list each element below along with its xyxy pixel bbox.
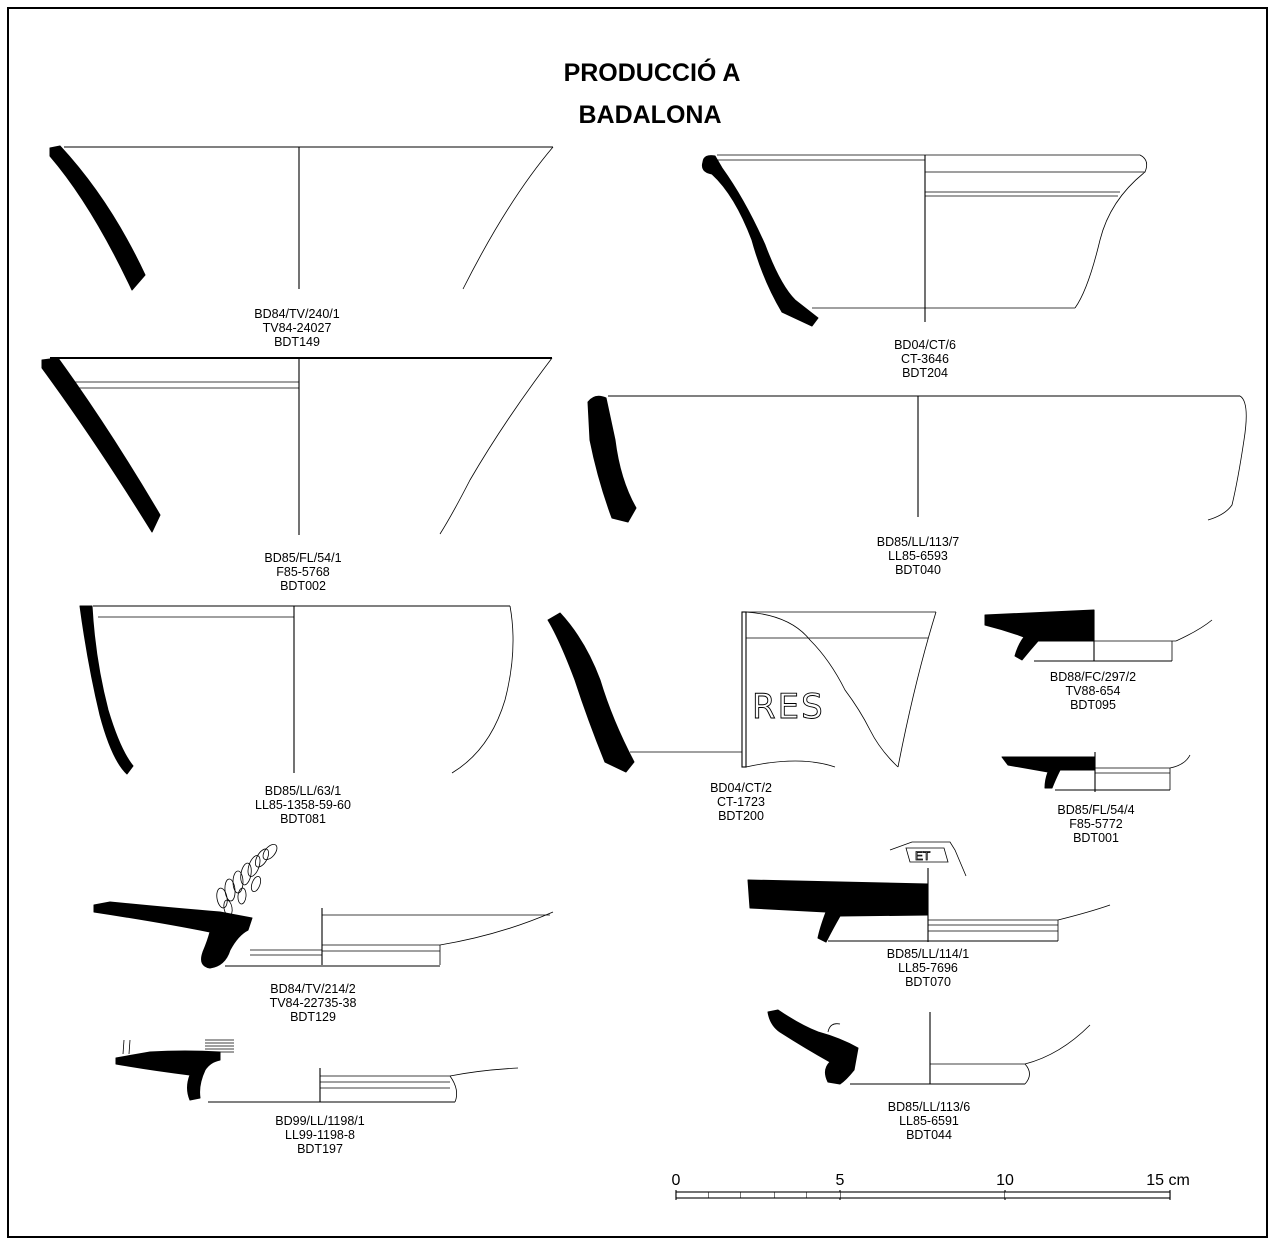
drawing-bd84-tv-214-2: BD84/TV/214/2 TV84-22735-38 BDT129: [93, 843, 554, 1024]
drawing-label-line: BD84/TV/214/2: [270, 982, 356, 996]
drawing-bd85-ll-113-6: BD85/LL/113/6 LL85-6591 BDT044: [767, 1009, 1091, 1142]
drawing-label-line: BD85/LL/113/6: [888, 1100, 971, 1114]
drawing-label-line: LL99-1198-8: [285, 1128, 355, 1142]
drawing-label-line: BDT149: [274, 335, 320, 349]
drawing-label-line: BD04/CT/6: [894, 338, 956, 352]
drawing-label-line: LL85-6591: [899, 1114, 959, 1128]
drawing-bd85-ll-63-1: BD85/LL/63/1 LL85-1358-59-60 BDT081: [79, 605, 514, 826]
drawing-label-line: CT-3646: [901, 352, 949, 366]
drawing-label-line: BDT081: [280, 812, 326, 826]
drawing-label-line: BD84/TV/240/1: [254, 307, 340, 321]
drawing-label-line: BD85/FL/54/1: [264, 551, 341, 565]
drawing-label-line: BD99/LL/1198/1: [275, 1114, 364, 1128]
drawing-label-line: BDT200: [718, 809, 764, 823]
rim-decoration: [216, 843, 278, 917]
scale-tick-label: 10: [996, 1172, 1014, 1189]
drawing-label-line: LL85-7696: [898, 961, 958, 975]
drawing-label-line: BDT095: [1070, 698, 1116, 712]
drawing-label-line: TV84-22735-38: [270, 996, 357, 1010]
drawing-label-line: CT-1723: [717, 795, 765, 809]
drawing-label-line: TV88-654: [1066, 684, 1121, 698]
drawing-label-line: F85-5772: [1069, 817, 1123, 831]
drawing-label-line: BDT129: [290, 1010, 336, 1024]
scale-bar: 0 5 10 15 cm: [672, 1172, 1190, 1200]
drawing-bd84-tv-240-1: BD84/TV/240/1 TV84-24027 BDT149: [49, 145, 554, 349]
drawing-bd85-fl-54-1: BD85/FL/54/1 F85-5768 BDT002: [41, 357, 553, 593]
drawing-bd04-ct-6: BD04/CT/6 CT-3646 BDT204: [701, 154, 1148, 380]
plate-frame: [7, 7, 1268, 1238]
drawing-label-line: LL85-1358-59-60: [255, 798, 351, 812]
drawing-label-line: LL85-6593: [888, 549, 948, 563]
scale-tick-label: 5: [836, 1172, 845, 1189]
drawing-label-line: BD85/FL/54/4: [1057, 803, 1134, 817]
scale-tick-label: 0: [672, 1172, 681, 1189]
stamp: ET: [889, 841, 967, 877]
drawing-label-line: BDT197: [297, 1142, 343, 1156]
drawing-bd85-ll-113-7: BD85/LL/113/7 LL85-6593 BDT040: [587, 395, 1247, 577]
drawing-bd85-fl-54-4: BD85/FL/54/4 F85-5772 BDT001: [1001, 752, 1191, 845]
drawing-bd99-ll-1198-1: BD99/LL/1198/1 LL99-1198-8 BDT197: [115, 1039, 519, 1156]
rim-decoration: [205, 1039, 234, 1053]
drawing-label-line: BD85/LL/113/7: [877, 535, 960, 549]
drawing-bd04-ct-2: RES BD04/CT/2 CT-1723 BDT200: [547, 611, 937, 823]
drawing-label-line: BD04/CT/2: [710, 781, 772, 795]
drawing-label-line: BDT002: [280, 579, 326, 593]
drawing-label-line: BD85/LL/63/1: [265, 784, 341, 798]
drawing-label-line: BDT001: [1073, 831, 1119, 845]
drawing-label-line: TV84-24027: [263, 321, 332, 335]
drawing-bd88-fc-297-2: BD88/FC/297/2 TV88-654 BDT095: [984, 609, 1213, 712]
drawing-label-line: BDT070: [905, 975, 951, 989]
drawing-label-line: BDT040: [895, 563, 941, 577]
svg-text:ET: ET: [915, 849, 931, 863]
scale-tick-label: 15 cm: [1146, 1172, 1190, 1189]
drawing-label-line: BD88/FC/297/2: [1050, 670, 1136, 684]
drawing-label-line: BD85/LL/114/1: [887, 947, 970, 961]
drawing-bd85-ll-114-1: ET BD85/LL/114/1 LL85-7696 BDT070: [747, 841, 1111, 989]
plate-title-line2: BADALONA: [578, 101, 721, 129]
drawing-label-line: BDT044: [906, 1128, 952, 1142]
drawing-label-line: BDT204: [902, 366, 948, 380]
plate-title-line1: PRODUCCIÓ A: [564, 57, 741, 87]
inscription-text: RES: [752, 687, 825, 727]
drawing-label-line: F85-5768: [276, 565, 330, 579]
